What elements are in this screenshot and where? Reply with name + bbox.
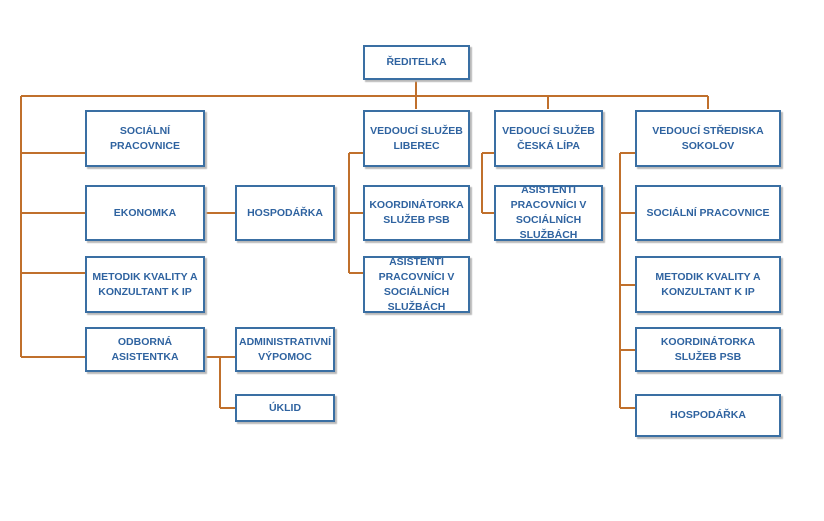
node-label: ASISTENTI PRACOVNÍCI V SOCIÁLNÍCH SLUŽBÁ… bbox=[510, 184, 587, 241]
node-economist: EKONOMKA bbox=[85, 185, 205, 241]
node-label: ŘEDITELKA bbox=[386, 56, 447, 68]
node-label: EKONOMKA bbox=[113, 206, 177, 219]
node-ceska-lipa-head: VEDOUCÍ SLUŽEB ČESKÁ LÍPA bbox=[494, 110, 603, 167]
node-director: ŘEDITELKA bbox=[363, 45, 470, 80]
node-label: METODIK KVALITY A KONZULTANT K IP bbox=[92, 270, 198, 298]
node-label: METODIK KVALITY A KONZULTANT K IP bbox=[655, 270, 761, 298]
node-label: VEDOUCÍ STŘEDISKA SOKOLOV bbox=[652, 124, 764, 152]
node-sokolov-head: VEDOUCÍ STŘEDISKA SOKOLOV bbox=[635, 110, 781, 167]
node-quality-methodist: METODIK KVALITY A KONZULTANT K IP bbox=[85, 256, 205, 313]
node-label: ASISTENTI PRACOVNÍCI V SOCIÁLNÍCH SLUŽBÁ… bbox=[378, 255, 455, 313]
node-label: ÚKLID bbox=[268, 401, 302, 414]
node-label: HOSPODÁŘKA bbox=[670, 409, 746, 421]
node-liberec-coordinator: KOORDINÁTORKA SLUŽEB PSB bbox=[363, 185, 470, 241]
node-ceska-lipa-assistants: ASISTENTI PRACOVNÍCI V SOCIÁLNÍCH SLUŽBÁ… bbox=[494, 184, 603, 241]
node-label: ODBORNÁ ASISTENTKA bbox=[111, 335, 179, 363]
node-admin-help: ADMINISTRATIVNÍ VÝPOMOC bbox=[235, 327, 335, 372]
node-liberec-head: VEDOUCÍ SLUŽEB LIBEREC bbox=[363, 110, 470, 167]
node-label: SOCIÁLNÍ PRACOVNICE bbox=[109, 124, 180, 152]
node-label: VEDOUCÍ SLUŽEB LIBEREC bbox=[370, 124, 463, 152]
node-label: HOSPODÁŘKA bbox=[247, 206, 323, 219]
node-label: KOORDINÁTORKA SLUŽEB PSB bbox=[369, 199, 464, 226]
node-economist-sub: HOSPODÁŘKA bbox=[235, 185, 335, 241]
node-sokolov-economist: HOSPODÁŘKA bbox=[635, 394, 781, 437]
node-cleaning: ÚKLID bbox=[235, 394, 335, 422]
node-sokolov-quality-methodist: METODIK KVALITY A KONZULTANT K IP bbox=[635, 256, 781, 313]
node-sokolov-coordinator: KOORDINÁTORKA SLUŽEB PSB bbox=[635, 327, 781, 372]
node-label: ADMINISTRATIVNÍ VÝPOMOC bbox=[239, 335, 331, 363]
node-assistant: ODBORNÁ ASISTENTKA bbox=[85, 327, 205, 372]
node-social-worker: SOCIÁLNÍ PRACOVNICE bbox=[85, 110, 205, 167]
node-sokolov-social-worker: SOCIÁLNÍ PRACOVNICE bbox=[635, 185, 781, 241]
node-label: KOORDINÁTORKA SLUŽEB PSB bbox=[660, 335, 756, 363]
node-label: VEDOUCÍ SLUŽEB ČESKÁ LÍPA bbox=[502, 124, 595, 152]
node-liberec-assistants: ASISTENTI PRACOVNÍCI V SOCIÁLNÍCH SLUŽBÁ… bbox=[363, 256, 470, 313]
node-label: SOCIÁLNÍ PRACOVNICE bbox=[646, 206, 770, 219]
